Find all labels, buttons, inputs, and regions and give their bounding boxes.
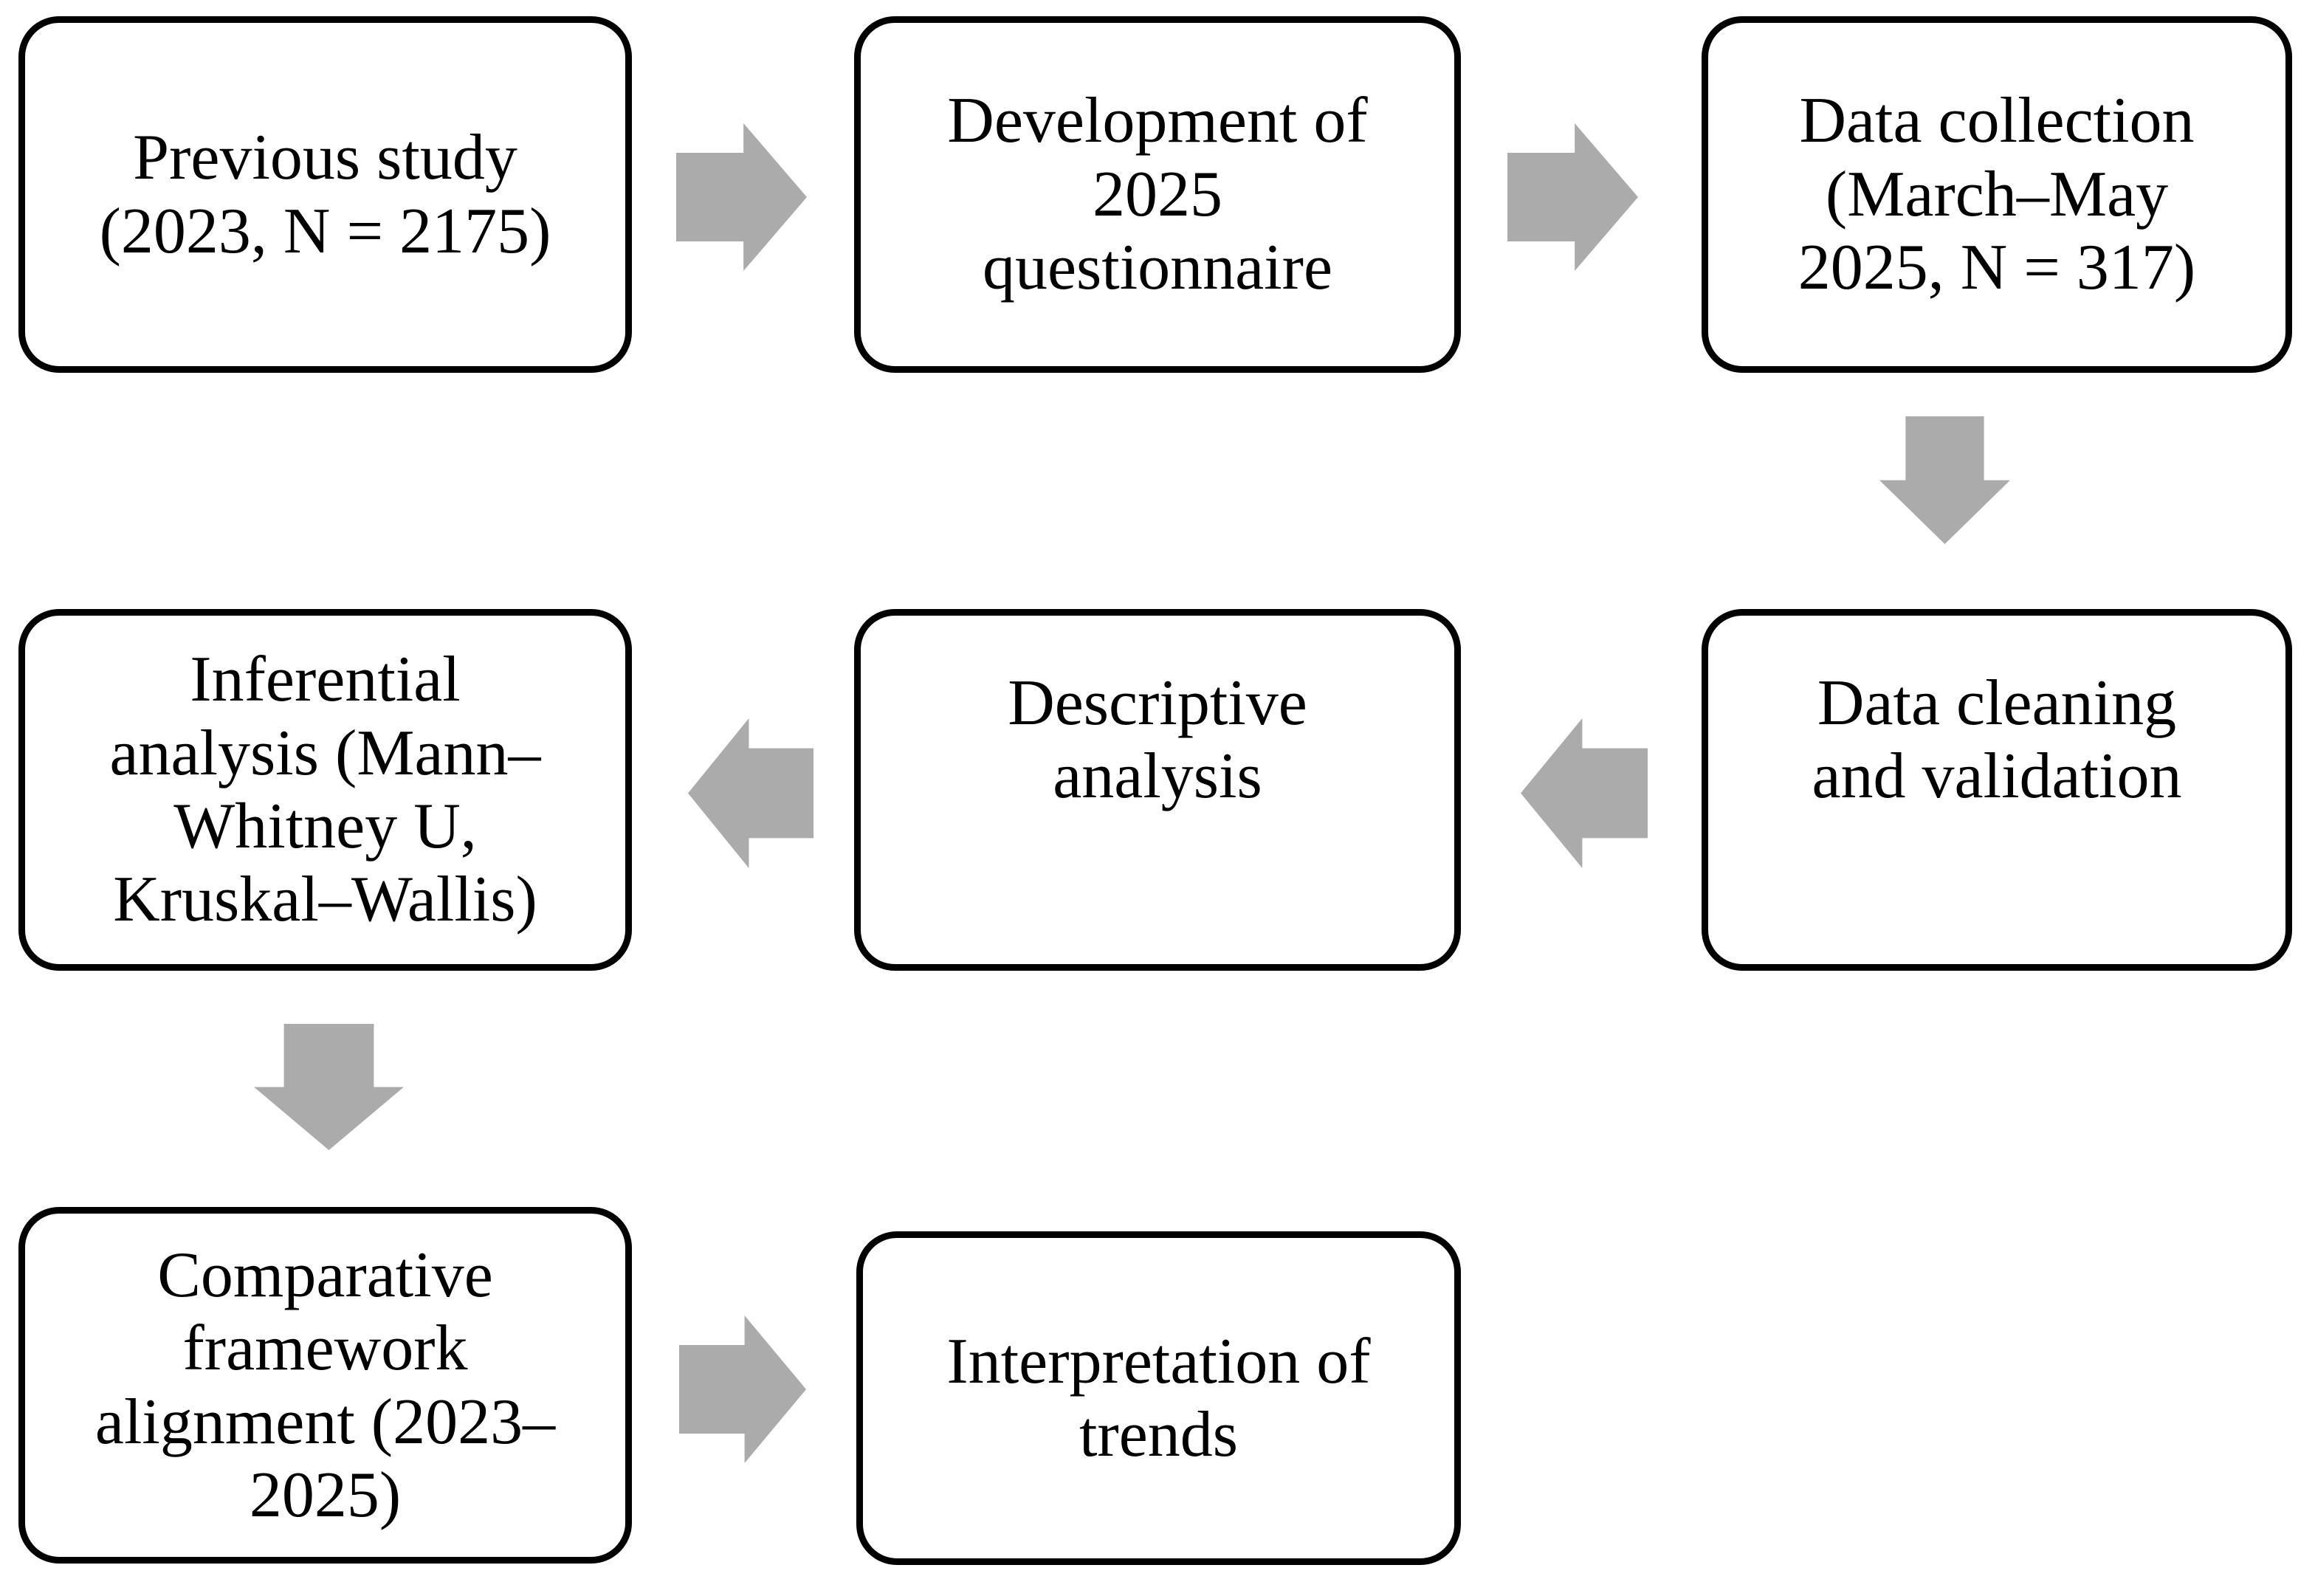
right-arrow-icon [676,123,807,271]
flow-node-questionnaire-development: Development of 2025 questionnaire [854,16,1461,373]
flow-node-label: Interpretation of trends [946,1325,1371,1471]
flow-node-data-collection: Data collection (March–May 2025, N = 317… [1702,16,2292,373]
flow-node-descriptive-analysis: Descriptive analysis [854,609,1461,971]
right-arrow-icon [1507,123,1638,271]
flow-node-inferential-analysis: Inferential analysis (Mann– Whitney U, K… [18,609,632,971]
flow-node-label: Development of 2025 questionnaire [947,85,1368,304]
down-arrow-icon [254,1024,404,1150]
right-arrow-icon [679,1315,806,1463]
flow-node-data-cleaning: Data cleaning and validation [1702,609,2292,971]
flow-node-label: Data cleaning and validation [1812,667,2182,812]
left-arrow-icon [688,718,813,868]
flow-node-label: Comparative framework alignment (2023– 2… [94,1239,556,1531]
flow-node-trend-interpretation: Interpretation of trends [856,1231,1461,1565]
flow-node-previous-study: Previous study (2023, N = 2175) [18,16,632,373]
flow-node-label: Data collection (March–May 2025, N = 317… [1798,85,2196,304]
flow-node-comparative-alignment: Comparative framework alignment (2023– 2… [18,1207,632,1564]
left-arrow-icon [1521,718,1648,868]
flow-node-label: Inferential analysis (Mann– Whitney U, K… [109,644,541,936]
flow-node-label: Descriptive analysis [1008,667,1307,812]
flow-node-label: Previous study (2023, N = 2175) [99,122,551,267]
down-arrow-icon [1879,416,2010,544]
